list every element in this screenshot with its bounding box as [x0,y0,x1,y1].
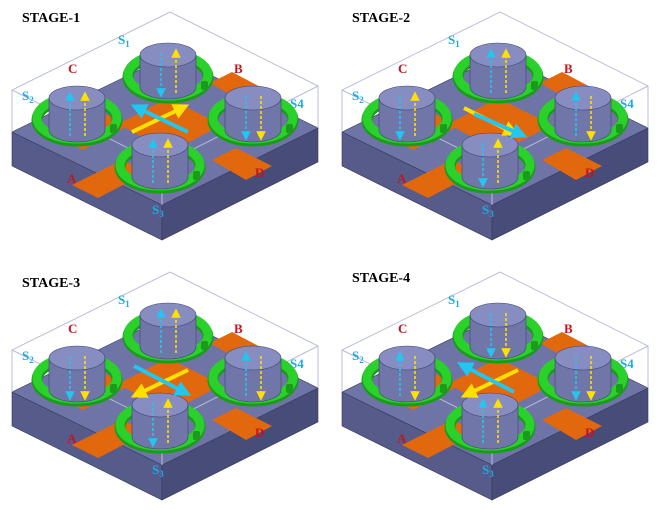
stage-title: STAGE-2 [352,11,410,26]
cyan-rotation-arrow [473,112,528,139]
slab-label-s4: S4 [290,96,304,111]
cyan-rotation-arrow [456,362,515,394]
cyan-rotation-arrow [130,104,189,134]
wireframe-box [341,271,649,392]
cylinder-s1 [469,42,527,100]
port-label-d: D [255,165,264,180]
field-arrows-s4 [571,356,596,401]
slab-label-s1: S1 [448,32,460,49]
slab-label-s3: S3 [152,202,164,219]
wireframe-box [11,11,319,132]
field-arrows-s2 [65,356,90,401]
cylinder-s1 [469,302,527,360]
port-label-b: B [234,61,243,76]
cylinder-s3 [461,132,519,190]
slab-label-s3: S3 [152,462,164,479]
slab-label-s4: S4 [620,356,634,371]
slab-label-s3: S3 [482,202,494,219]
field-arrows-s1 [486,313,511,358]
field-arrows-s4 [241,351,266,401]
field-arrows-s3 [478,398,503,443]
wireframe-box [11,271,319,392]
port-label-a: A [67,171,77,186]
field-arrows-s4 [241,96,266,141]
field-arrows-s1 [156,308,181,353]
cylinder-s4 [554,85,612,143]
stage-title: STAGE-3 [22,276,80,291]
stage-title: STAGE-1 [22,11,80,26]
port-label-d: D [255,425,264,440]
slab-label-s1: S1 [448,292,460,309]
cylinder-s3 [461,392,519,450]
slab-label-s1: S1 [118,292,130,309]
port-label-a: A [67,431,77,446]
cyan-rotation-arrow [133,364,192,396]
port-label-b: B [564,61,573,76]
wireframe-box [341,11,649,132]
slab-label-s2: S2 [352,348,364,365]
slab-label-s3: S3 [482,462,494,479]
port-label-a: A [397,171,407,186]
cylinder-s2 [48,345,106,403]
port-label-c: C [68,321,77,336]
slab-label-s2: S2 [22,88,34,105]
cylinder-s1 [139,302,197,360]
slab-label-s2: S2 [352,88,364,105]
cylinder-s4 [554,345,612,403]
field-arrows-s3 [148,398,173,448]
field-arrows-s2 [395,351,420,401]
field-arrows-s3 [148,138,173,183]
field-arrows-s3 [478,138,503,188]
cylinder-s2 [378,85,436,143]
stage-title: STAGE-4 [352,271,410,286]
port-label-d: D [585,165,594,180]
cylinder-s1 [139,42,197,100]
cylinder-s2 [48,85,106,143]
port-label-b: B [564,321,573,336]
yellow-rotation-arrow [131,104,190,134]
slab-label-s4: S4 [290,356,304,371]
field-arrows-s4 [571,91,596,141]
cylinder-s3 [131,392,189,450]
field-arrows-s2 [395,91,420,141]
slab-label-s4: S4 [620,96,634,111]
field-arrows-s1 [486,48,511,93]
cylinder-s3 [131,132,189,190]
cylinder-s4 [224,345,282,403]
port-label-a: A [397,431,407,446]
cylinder-s2 [378,345,436,403]
port-label-c: C [68,61,77,76]
port-label-c: C [398,61,407,76]
port-label-c: C [398,321,407,336]
field-arrows-s1 [156,48,181,98]
field-arrows-s2 [65,91,90,136]
cylinder-s4 [224,85,282,143]
port-label-d: D [585,425,594,440]
slab-label-s2: S2 [22,348,34,365]
slab-label-s1: S1 [118,32,130,49]
port-label-b: B [234,321,243,336]
